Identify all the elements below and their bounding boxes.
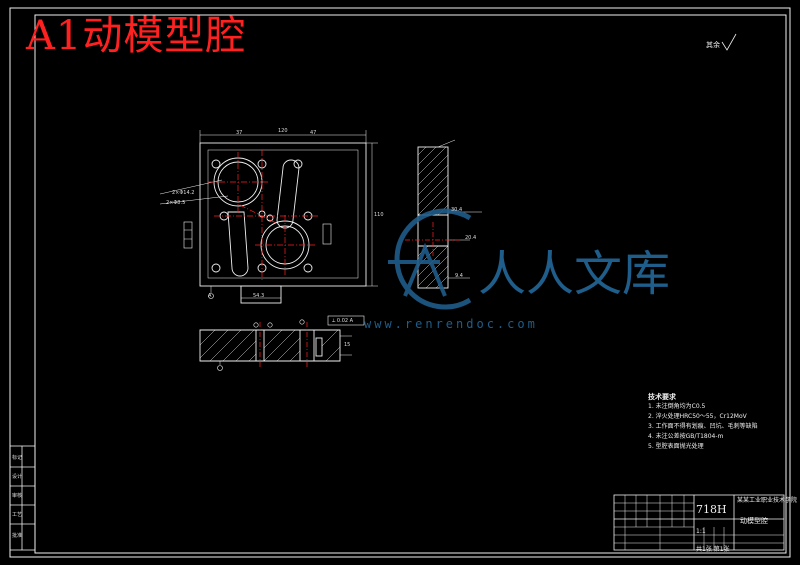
dim-overall-width: 120 [278,128,288,134]
side-label: 审核 [12,493,23,499]
technical-requirements: 技术要求 1. 未注倒角均为C0.5 2. 淬火处理HRC50～55，Cr12M… [648,392,758,452]
top-view-centerlines [208,150,318,282]
tech-item: 4. 未注公差按GB/T1804-m [648,433,724,440]
side-label: 工艺 [12,512,23,518]
section-view-centerlines [259,322,308,368]
title-block-scale: 1:1 [696,528,706,535]
dim-right-offset: 47 [310,130,317,136]
roughness-note: 其余 [706,41,720,49]
title-block-sheet: 共1张 第1张 [696,546,730,553]
dim-height: 110 [374,212,384,218]
tolerance-frame: ⟂ 0.02 A [332,318,354,324]
side-label: 设计 [12,474,23,480]
section-view-outline [199,329,341,362]
outer-border [9,7,791,558]
title-block-school: 某某工业职业技术学院 [737,497,798,504]
dim-side-3: 9.4 [455,273,463,279]
top-view-outline [199,142,367,287]
note-hole-2: 2×Φ8.5 [166,200,186,206]
note-hole-1: 2×Φ14.2 [172,190,195,196]
dim-left-offset: 37 [236,130,243,136]
watermark-text: 人人文库 [478,246,671,302]
dim-section-depth: 15 [344,342,351,348]
tech-item: 2. 淬火处理HRC50～55，Cr12MoV [648,413,747,420]
roughness-symbol [721,33,737,51]
side-label: 批准 [12,533,23,539]
tech-item: 1. 未注倒角均为C0.5 [648,403,706,410]
datum-label: A [208,293,212,299]
tech-item: 3. 工作面不得有划痕、凹坑、毛刺等缺陷 [648,423,758,430]
top-view [159,130,378,304]
section-view-hatching [199,329,341,362]
watermark-url: www.renrendoc.com [364,317,538,331]
inner-border [34,14,787,554]
side-column [9,445,36,551]
drawing-title: A1动模型腔 [26,13,247,59]
title-block-drawing-name: 动模型腔 [740,517,768,525]
dim-side-1: 30.4 [451,207,463,213]
tech-item: 5. 型腔表面抛光处理 [648,443,704,450]
title-block [613,494,785,551]
title-block-material: 718H [696,503,727,516]
tech-heading: 技术要求 [648,393,676,401]
dim-side-2: 20.4 [465,235,477,241]
dim-bottom-width: 54.3 [253,293,265,299]
watermark-logo [388,208,472,310]
side-label: 标记 [12,455,23,461]
